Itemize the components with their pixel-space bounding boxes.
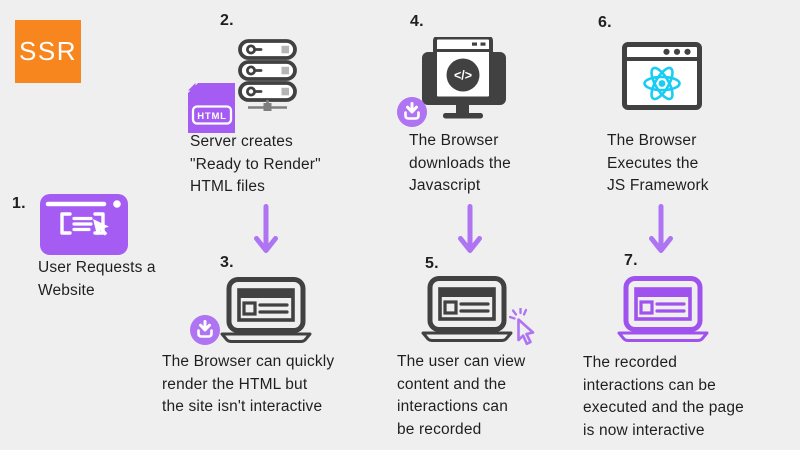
browser-react-icon bbox=[622, 42, 702, 110]
download-badge-icon bbox=[190, 315, 220, 345]
step-caption: The Browser can quickly render the HTML … bbox=[162, 353, 335, 415]
code-glyph: </> bbox=[454, 69, 472, 83]
server-stack-icon bbox=[238, 39, 297, 111]
step-caption: Server creates "Ready to Render" HTML fi… bbox=[190, 133, 321, 195]
down-arrow-icon bbox=[254, 204, 278, 253]
step-caption: The Browser downloads the Javascript bbox=[409, 132, 511, 194]
step-number: 4. bbox=[410, 13, 424, 30]
cursor-icon bbox=[93, 219, 109, 236]
step-number: 6. bbox=[598, 14, 612, 31]
step-number: 2. bbox=[220, 12, 234, 29]
step-caption: The user can view content and the intera… bbox=[397, 353, 526, 438]
step-caption: The Browser Executes the JS Framework bbox=[607, 132, 709, 194]
laptop-webpage-icon bbox=[617, 276, 709, 342]
click-cursor-icon bbox=[509, 308, 535, 346]
step-caption: User Requests a Website bbox=[38, 259, 156, 299]
step-number: 5. bbox=[425, 255, 439, 272]
html-file-icon: HTML bbox=[188, 83, 235, 133]
laptop-webpage-icon bbox=[421, 276, 513, 342]
browser-request-icon bbox=[40, 194, 128, 255]
down-arrow-icon bbox=[458, 204, 482, 253]
step-number: 3. bbox=[220, 254, 234, 271]
monitor-code-icon: </> bbox=[422, 37, 506, 119]
step-number: 7. bbox=[624, 252, 638, 269]
download-badge-icon bbox=[397, 97, 427, 127]
html-file-label: HTML bbox=[197, 111, 227, 122]
laptop-webpage-icon bbox=[220, 277, 312, 343]
react-logo-icon bbox=[643, 66, 681, 101]
ssr-badge: SSR bbox=[15, 20, 81, 83]
step-caption: The recorded interactions can be execute… bbox=[583, 354, 744, 439]
down-arrow-icon bbox=[649, 204, 673, 253]
step-number: 1. bbox=[12, 195, 26, 212]
ssr-badge-label: SSR bbox=[19, 36, 77, 66]
